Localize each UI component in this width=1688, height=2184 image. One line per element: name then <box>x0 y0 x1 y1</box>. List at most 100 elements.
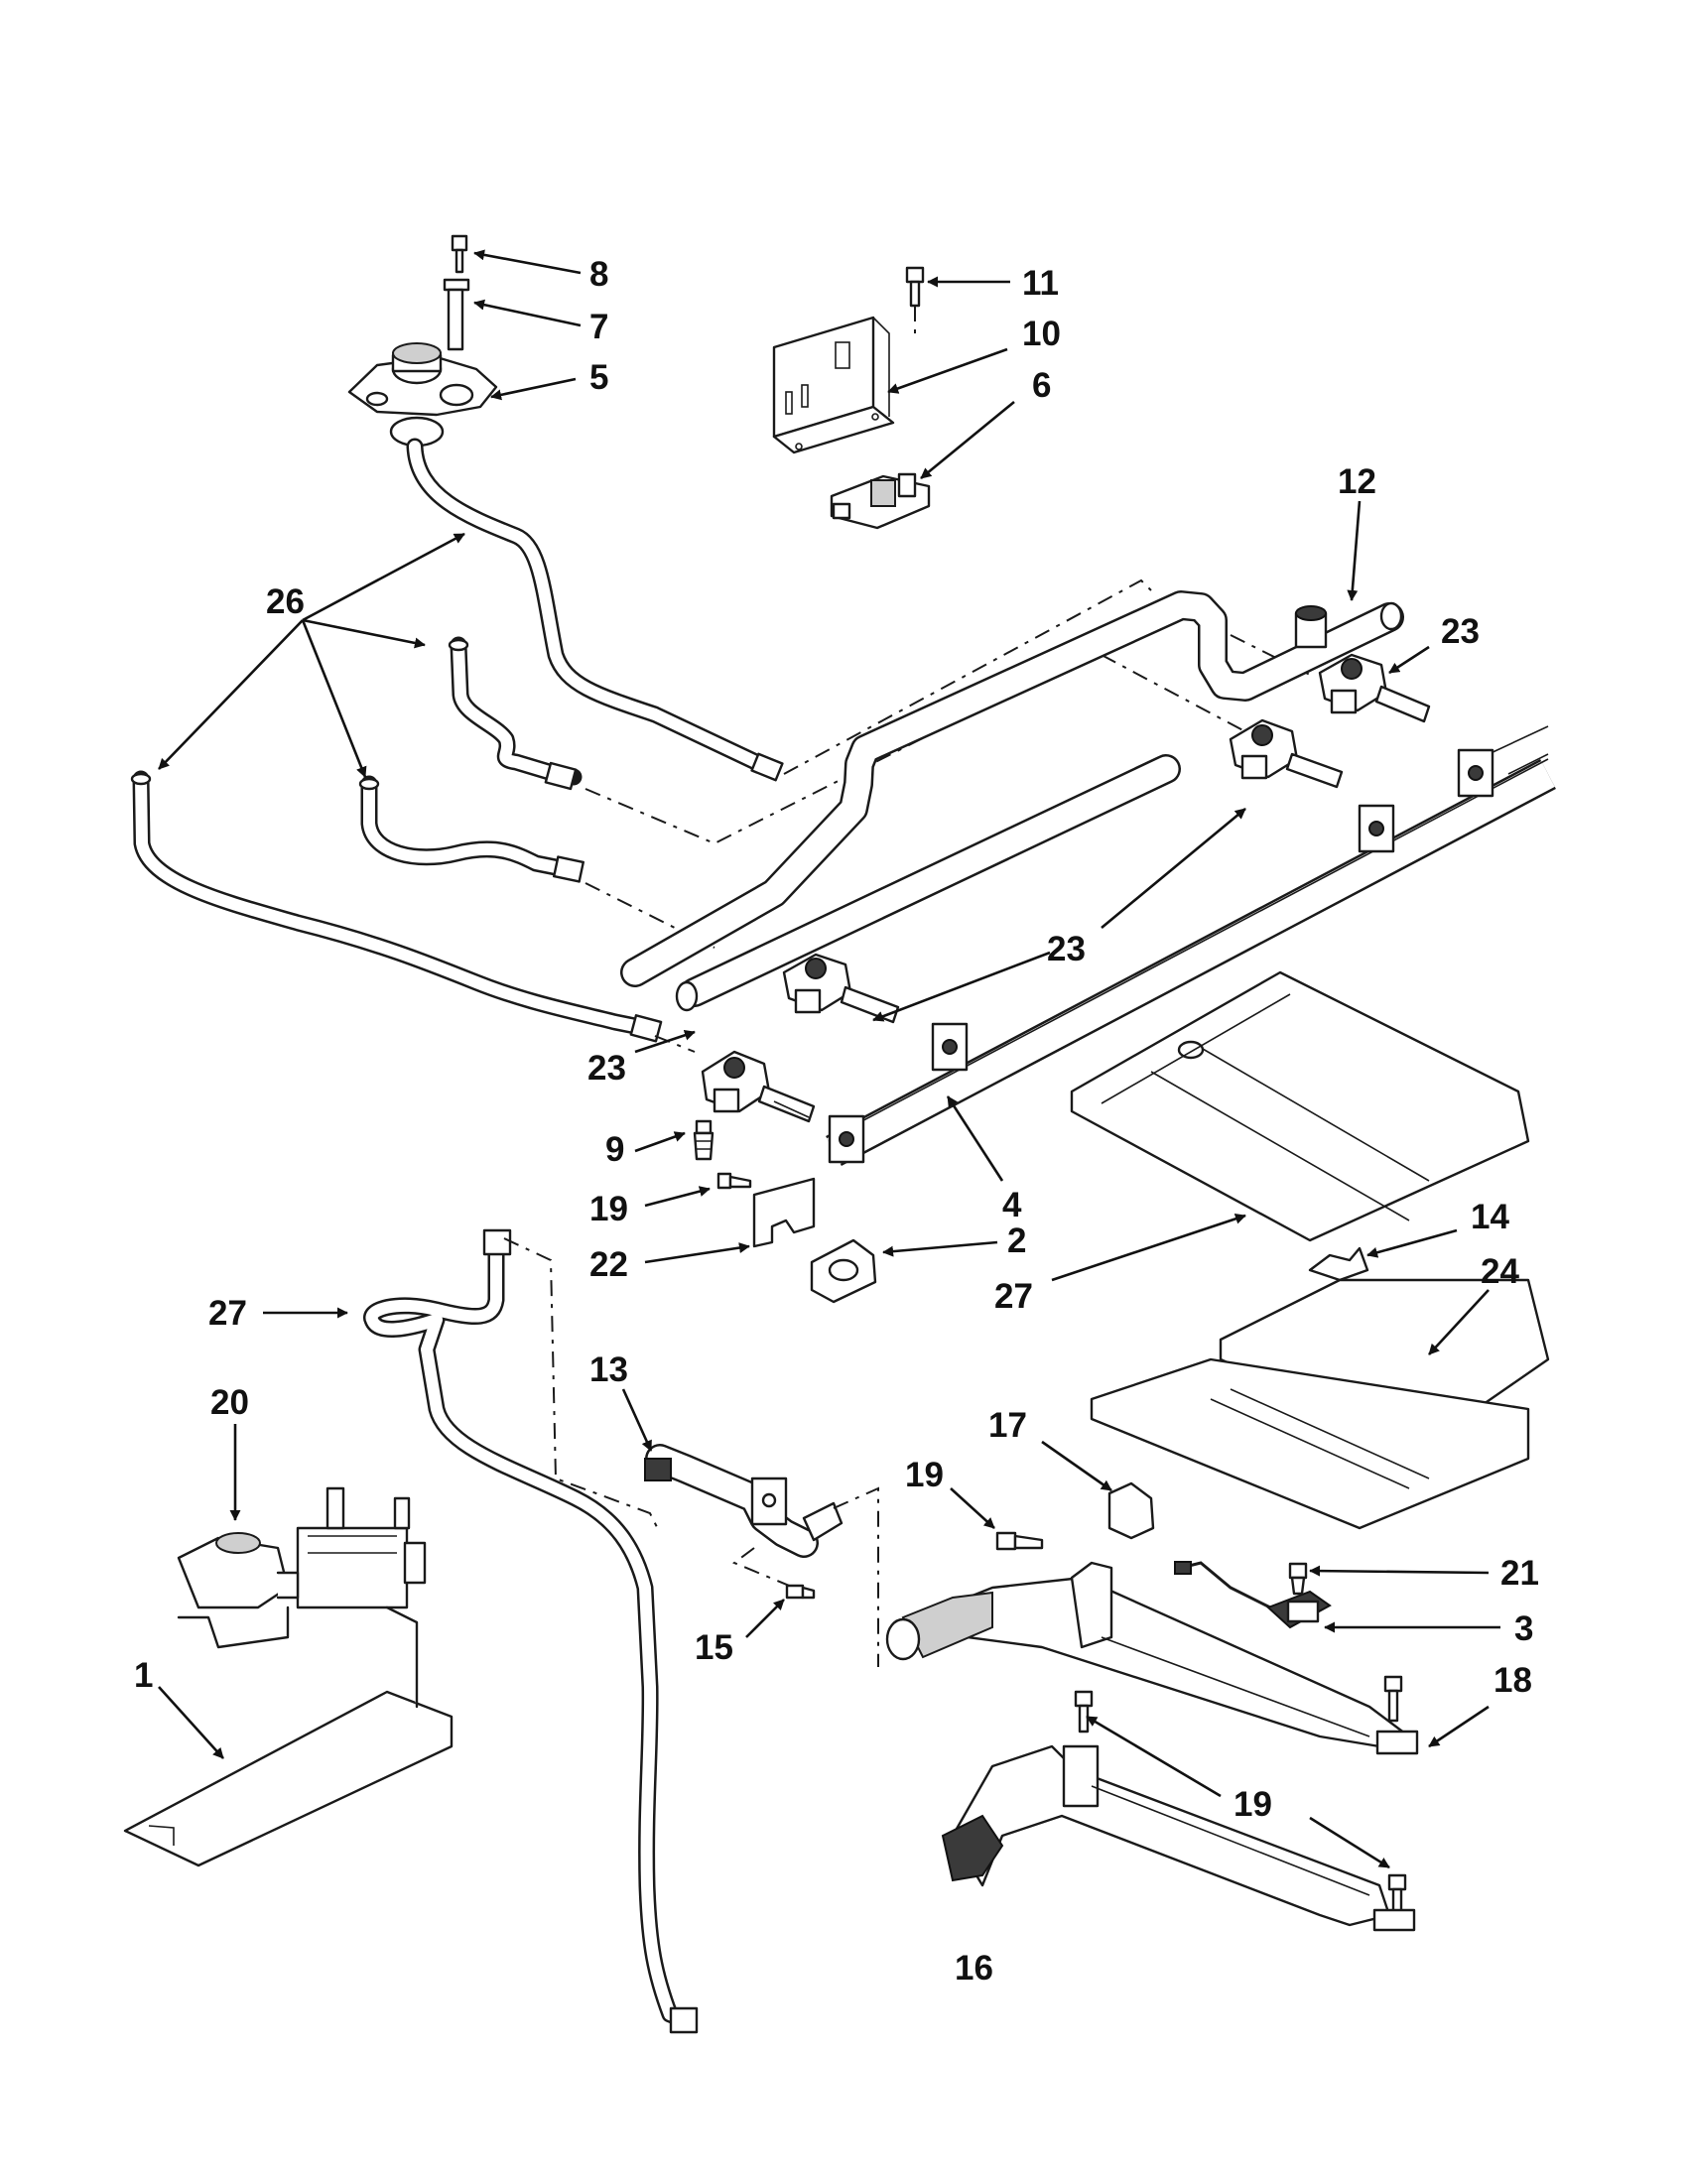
elbow-13 <box>644 1444 844 1558</box>
burner-16 <box>941 1744 1416 1932</box>
callout-24: 24 <box>1428 1252 1519 1355</box>
svg-text:8: 8 <box>589 255 608 294</box>
regulator-20 <box>177 1486 427 1649</box>
svg-text:12: 12 <box>1338 462 1376 501</box>
callout-13: 13 <box>589 1350 653 1452</box>
callout-1: 1 <box>134 1656 224 1759</box>
svg-text:10: 10 <box>1022 315 1061 353</box>
svg-text:11: 11 <box>1022 264 1059 303</box>
manifold-pipe-12 <box>620 590 1404 1012</box>
callout-20: 20 <box>210 1383 249 1521</box>
bracket-22 <box>752 1177 816 1248</box>
electrode-7 <box>443 278 470 351</box>
svg-text:4: 4 <box>1002 1186 1022 1224</box>
rail-4 <box>826 725 1556 1167</box>
svg-text:19: 19 <box>905 1456 944 1494</box>
callout-19-c: 19 <box>1086 1715 1390 1869</box>
svg-text:13: 13 <box>589 1350 628 1389</box>
callout-7: 7 <box>473 299 608 346</box>
screw-11 <box>905 266 925 308</box>
dash-line <box>654 1035 696 1053</box>
callout-21: 21 <box>1309 1554 1539 1593</box>
svg-text:24: 24 <box>1481 1252 1519 1291</box>
tube-25-left <box>130 770 663 1043</box>
svg-text:15: 15 <box>695 1628 733 1667</box>
svg-text:1: 1 <box>134 1656 153 1695</box>
bracket-17 <box>1107 1481 1155 1540</box>
burner-base-5 <box>347 342 498 448</box>
svg-text:7: 7 <box>589 308 608 346</box>
dash-15 <box>732 1547 795 1589</box>
svg-text:27: 27 <box>994 1277 1033 1316</box>
callout-26: 27 <box>994 1213 1246 1316</box>
callout-3: 3 <box>1324 1609 1533 1648</box>
callout-23-upper: 23 <box>1388 612 1480 675</box>
rail-bracket <box>828 748 1494 1164</box>
svg-text:5: 5 <box>589 358 608 397</box>
callout-19-b: 19 <box>905 1456 995 1529</box>
callout-5: 5 <box>490 358 608 401</box>
svg-text:14: 14 <box>1471 1198 1509 1236</box>
wing-nut-14 <box>1308 1246 1369 1282</box>
dash-13 <box>833 1486 879 1667</box>
svg-text:22: 22 <box>589 1245 628 1284</box>
burner-18 <box>885 1561 1419 1755</box>
callout-14: 14 <box>1366 1198 1509 1258</box>
callout-15: 15 <box>695 1599 785 1667</box>
svg-text:20: 20 <box>210 1383 249 1422</box>
dash-line <box>783 578 1152 775</box>
callout-6: 6 <box>920 366 1051 480</box>
callout-10: 10 <box>887 315 1061 394</box>
screw-19-b <box>995 1531 1044 1551</box>
screw-9 <box>693 1119 714 1161</box>
callout-23-middle: 23 <box>872 807 1246 1022</box>
callout-9: 9 <box>605 1130 686 1169</box>
callout-8: 8 <box>473 249 608 294</box>
callout-11: 11 <box>927 264 1059 303</box>
screw-21 <box>1288 1562 1308 1596</box>
tube-25-top <box>406 438 784 782</box>
svg-text:26: 26 <box>266 582 305 621</box>
valve-23-upper-right <box>1318 653 1431 723</box>
svg-text:23: 23 <box>1047 930 1086 968</box>
dash-line <box>1101 654 1251 735</box>
dash-27 <box>503 1237 661 1534</box>
callout-4: 4 <box>946 1095 1022 1224</box>
svg-text:27: 27 <box>208 1294 247 1333</box>
valve-23-lower-right <box>782 953 900 1024</box>
svg-text:2: 2 <box>1007 1221 1026 1260</box>
svg-text:17: 17 <box>988 1406 1027 1445</box>
callout-12: 12 <box>1338 462 1376 601</box>
tube-25-mid <box>448 636 583 791</box>
shield-26 <box>1070 970 1530 1242</box>
valve-23-upper-left <box>1229 718 1344 789</box>
igniter-module-6 <box>830 472 931 530</box>
callout-27: 27 <box>208 1294 348 1333</box>
valve-23-lower-left <box>701 1050 816 1123</box>
svg-text:23: 23 <box>1441 612 1480 651</box>
pan-1 <box>123 1606 454 1867</box>
screw-15 <box>785 1584 816 1600</box>
callout-18: 18 <box>1428 1661 1532 1748</box>
igniter-3 <box>1174 1561 1332 1629</box>
callout-25: 26 <box>158 532 465 778</box>
svg-text:19: 19 <box>1234 1785 1272 1824</box>
callout-16: 16 <box>955 1949 993 1988</box>
svg-text:18: 18 <box>1493 1661 1532 1700</box>
gasket-2 <box>810 1238 877 1304</box>
svg-text:16: 16 <box>955 1949 993 1988</box>
callout-19-a: 19 <box>589 1186 711 1228</box>
callout-23-lower: 23 <box>587 1029 696 1088</box>
screw-19-a <box>716 1172 752 1190</box>
svg-text:3: 3 <box>1514 1609 1533 1648</box>
svg-text:6: 6 <box>1032 366 1051 405</box>
svg-text:19: 19 <box>589 1190 628 1228</box>
callout-2: 2 <box>882 1221 1026 1260</box>
screw-8 <box>451 234 468 274</box>
callout-17: 17 <box>988 1406 1112 1492</box>
svg-text:23: 23 <box>587 1049 626 1088</box>
svg-text:21: 21 <box>1500 1554 1539 1593</box>
tube-27 <box>363 1228 699 2034</box>
shield-24 <box>1090 1278 1550 1530</box>
